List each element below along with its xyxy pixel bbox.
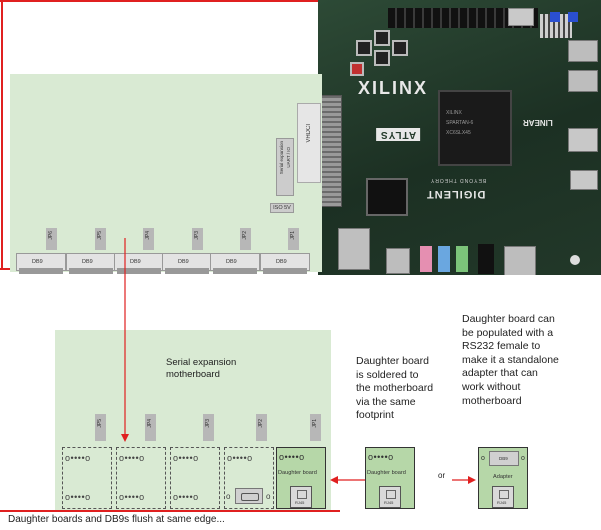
mb-jumper-jp3: JP3 [203,414,214,441]
db9-connector: DB9 [162,253,212,274]
populated-note: Daughter board can be populated with a R… [462,313,559,407]
hdmi-port-icon-2 [568,70,598,92]
usb-port-icon-2 [568,128,598,152]
audio-jack-blue [438,246,450,272]
audio-jack-pink [420,246,432,272]
pin-header [388,8,538,28]
db9-female-icon: DB9 [489,451,519,466]
brand-text: XILINX [358,78,429,98]
jumper-jp3: JP3 [192,228,203,250]
fpga-board: XILINX XILINX SPARTAN-6 XC6SLX45 ATLYS D… [318,0,601,275]
ethernet-port-icon [338,228,370,270]
mb-jumper-jp4: JP4 [145,414,156,441]
rj45-jack-icon: RJ45 [492,486,514,508]
daughter-footprint: o••••o o••••o [170,447,220,509]
push-button-cluster [350,30,408,80]
mounting-hole [570,255,580,265]
db9-connector: DB9 [260,253,310,274]
blue-jumper [550,12,560,22]
flush-edge-line [0,510,340,512]
hdmi-port-icon-bottom-2 [504,246,536,275]
fpga-chip: XILINX SPARTAN-6 XC6SLX45 [438,90,512,166]
mb-jumper-jp5: JP5 [95,414,106,441]
red-frame-left [1,0,3,270]
daughter-footprint: o••••o o••••o [62,447,112,509]
rj45-jack-icon: RJ45 [379,486,401,508]
ddr-chip [366,178,408,216]
db9-connector: DB9 [16,253,66,274]
mb-jumper-jp2: JP2 [256,414,267,441]
expansion-board [10,74,322,272]
jumper-jp4: JP4 [143,228,154,250]
rj45-jack-icon: RJ45 [290,486,312,508]
jumper-jp5: JP5 [95,228,106,250]
standalone-adapter: DB9 o o Adapter RJ45 [478,447,528,509]
blue-jumper-2 [568,12,578,22]
hdmi-port-icon [568,40,598,62]
audio-jack-green [456,246,468,272]
usb-port-icon [508,8,534,26]
usb-port-icon-3 [570,170,598,190]
db9-connector: DB9 [66,253,116,274]
daughter-footprint: o••••o o••••o [116,447,166,509]
db9-connector: DB9 [210,253,260,274]
jumper-jp6: JP6 [46,228,57,250]
iso-label: ISO 5V [270,203,294,213]
mounted-daughter-board: o••••o Daughter board RJ45 [276,447,326,509]
power-jack [478,244,494,274]
standalone-daughter-board: o••••o Daughter board RJ45 [365,447,415,509]
soldered-note: Daughter board is soldered to the mother… [356,355,434,422]
hdmi-port-icon-bottom [386,248,410,274]
or-label: or [438,471,446,480]
db9-female-icon [235,488,263,504]
motherboard-title: Serial expansion motherboard [166,357,237,380]
jumper-jp1: JP1 [288,228,299,250]
daughter-footprint-db9: o••••o o o [224,447,274,509]
mb-jumper-jp1: JP1 [310,414,321,441]
flush-note: Daughter boards and DB9s flush at same e… [8,514,225,525]
board-note-box: Serial expansion UART / IO [276,138,294,196]
vhdci-label-box: VHDCI [297,103,321,183]
jumper-jp2: JP2 [240,228,251,250]
